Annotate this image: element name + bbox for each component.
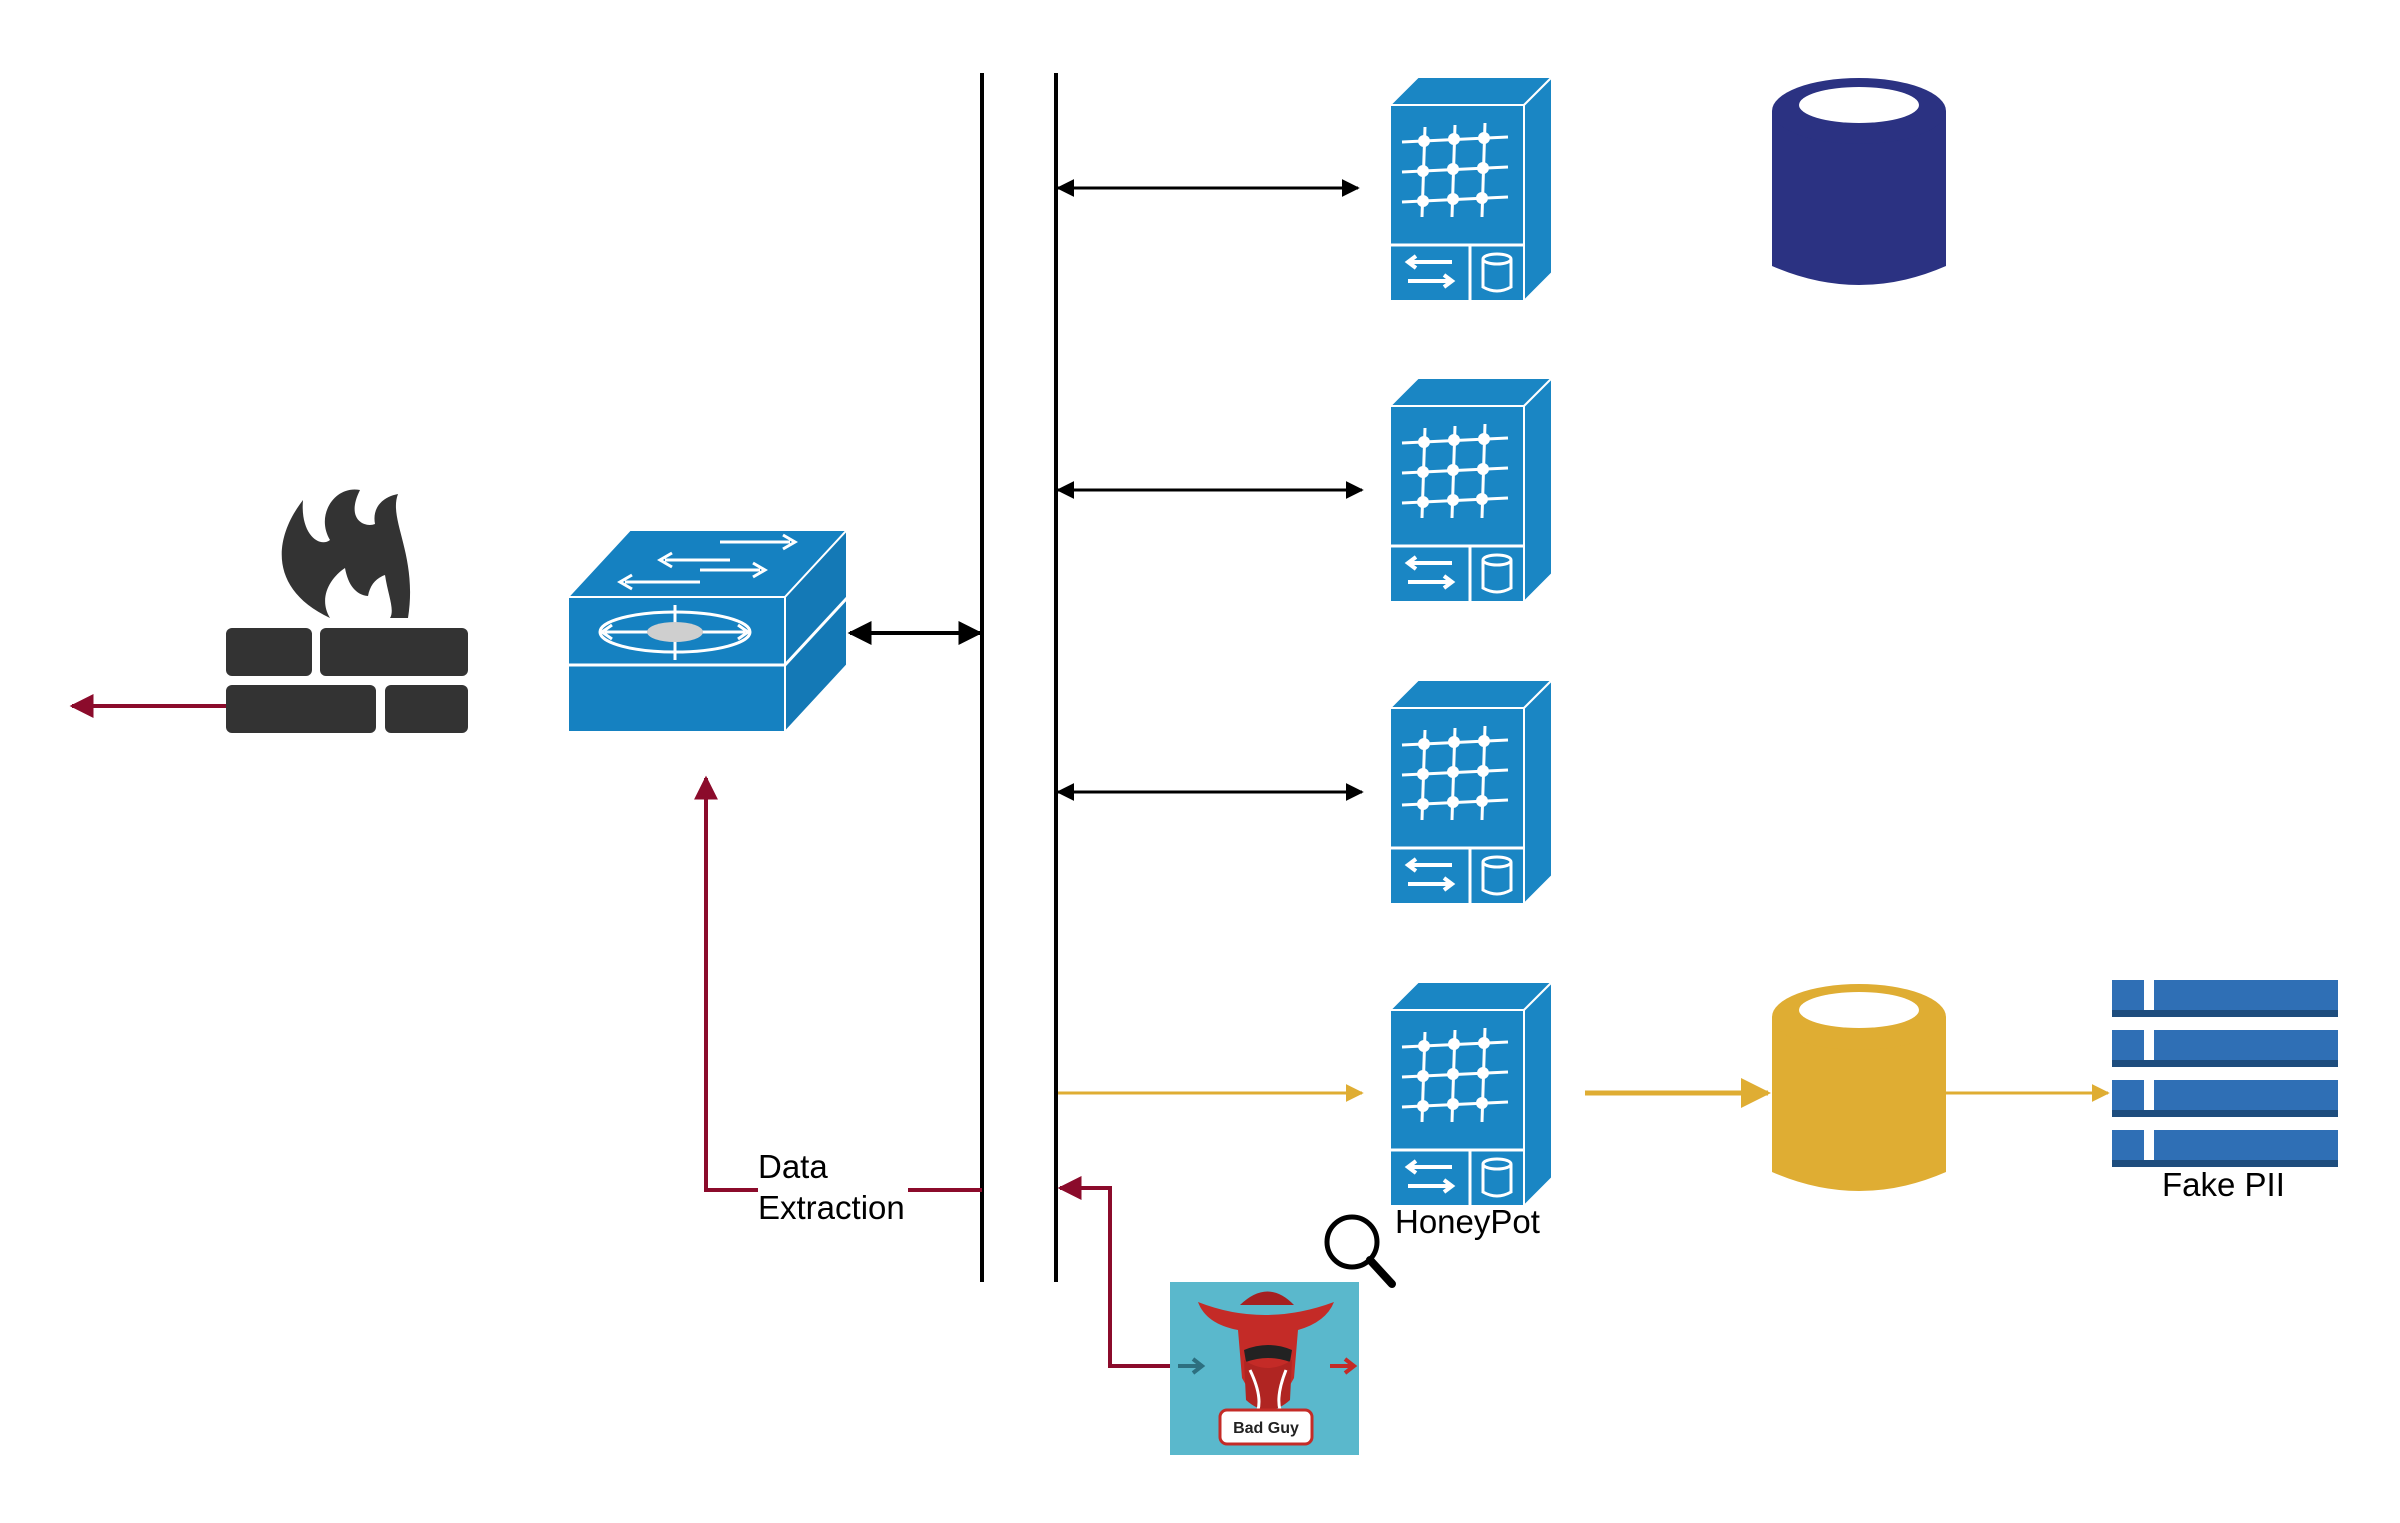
data-extraction-label-line2: Extraction [758,1189,905,1226]
magnifier-icon [1324,1214,1396,1288]
honeypot-database-highlight [1799,992,1919,1028]
server-icon [1388,980,1554,1208]
database-top-highlight [1799,87,1919,123]
network-switch-icon [565,527,850,735]
fake-pii-label: Fake PII [2162,1166,2285,1203]
server-icon [1388,75,1554,303]
server-icon [1388,678,1554,906]
attack-path [1057,1176,1170,1368]
data-extraction-path-2 [694,775,758,1192]
bad-guy-badge-label: Bad Guy [1233,1420,1299,1437]
bad-guy-icon [1170,1282,1359,1455]
data-extraction-label-line1: Data [758,1148,828,1185]
server-icon [1388,376,1554,604]
data-table-icon [2112,980,2338,1167]
honeypot-label: HoneyPot [1395,1203,1540,1240]
firewall-icon [226,489,468,733]
